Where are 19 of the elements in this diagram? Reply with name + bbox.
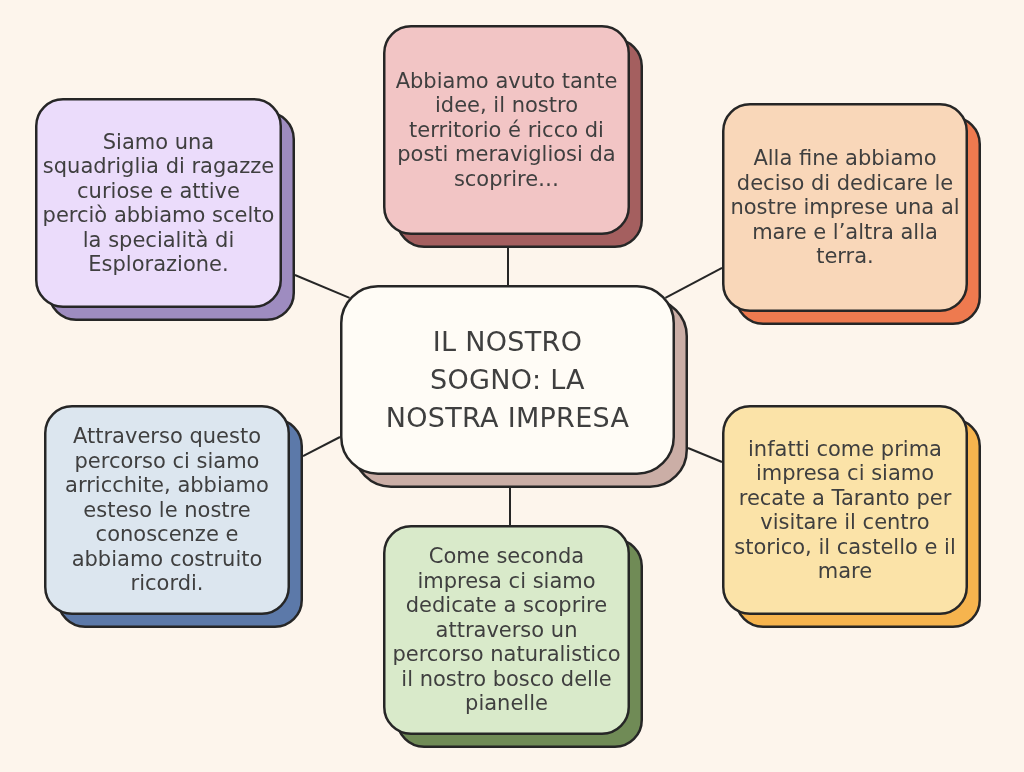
note-text: Abbiamo avuto tante idee, il nostro territorio é ricco di posti meravigliosi da scoprire… [394,68,619,192]
note-card [383,525,643,748]
connector-line [687,447,724,463]
connector-line [301,436,341,457]
connector-line [509,487,511,527]
note-text: Siamo una squadriglia di ragazze curiose e attive perciò abbiamo scelto la specialità di Esplorazione. [42,129,275,277]
note-card [383,25,643,248]
note-text: Attraverso questo percorso ci siamo arricchite, abbiamo esteso le nostre conoscenze e abbiamo costruito ricordi. [64,424,270,596]
note-card [44,405,303,628]
note-text: infatti come prima impresa ci siamo recate a Taranto per visitare il centro storico, il castello e il mare [733,436,957,584]
connector-line [664,266,724,299]
note-card [35,98,295,321]
note-text: Alla fine abbiamo deciso di dedicare le nostre imprese una al mare e l’altra alla terra. [729,146,961,269]
note-card [722,103,981,325]
topic-text: IL NOSTRO SOGNO: LA NOSTRA IMPRESA [384,325,631,435]
note-card [722,405,981,628]
central-topic-card [340,285,688,488]
connector-line [507,246,509,286]
note-text: Come seconda impresa ci siamo dedicate a scoprire attraverso un percorso naturalistico il nostro bosco delle pianelle [391,544,622,716]
